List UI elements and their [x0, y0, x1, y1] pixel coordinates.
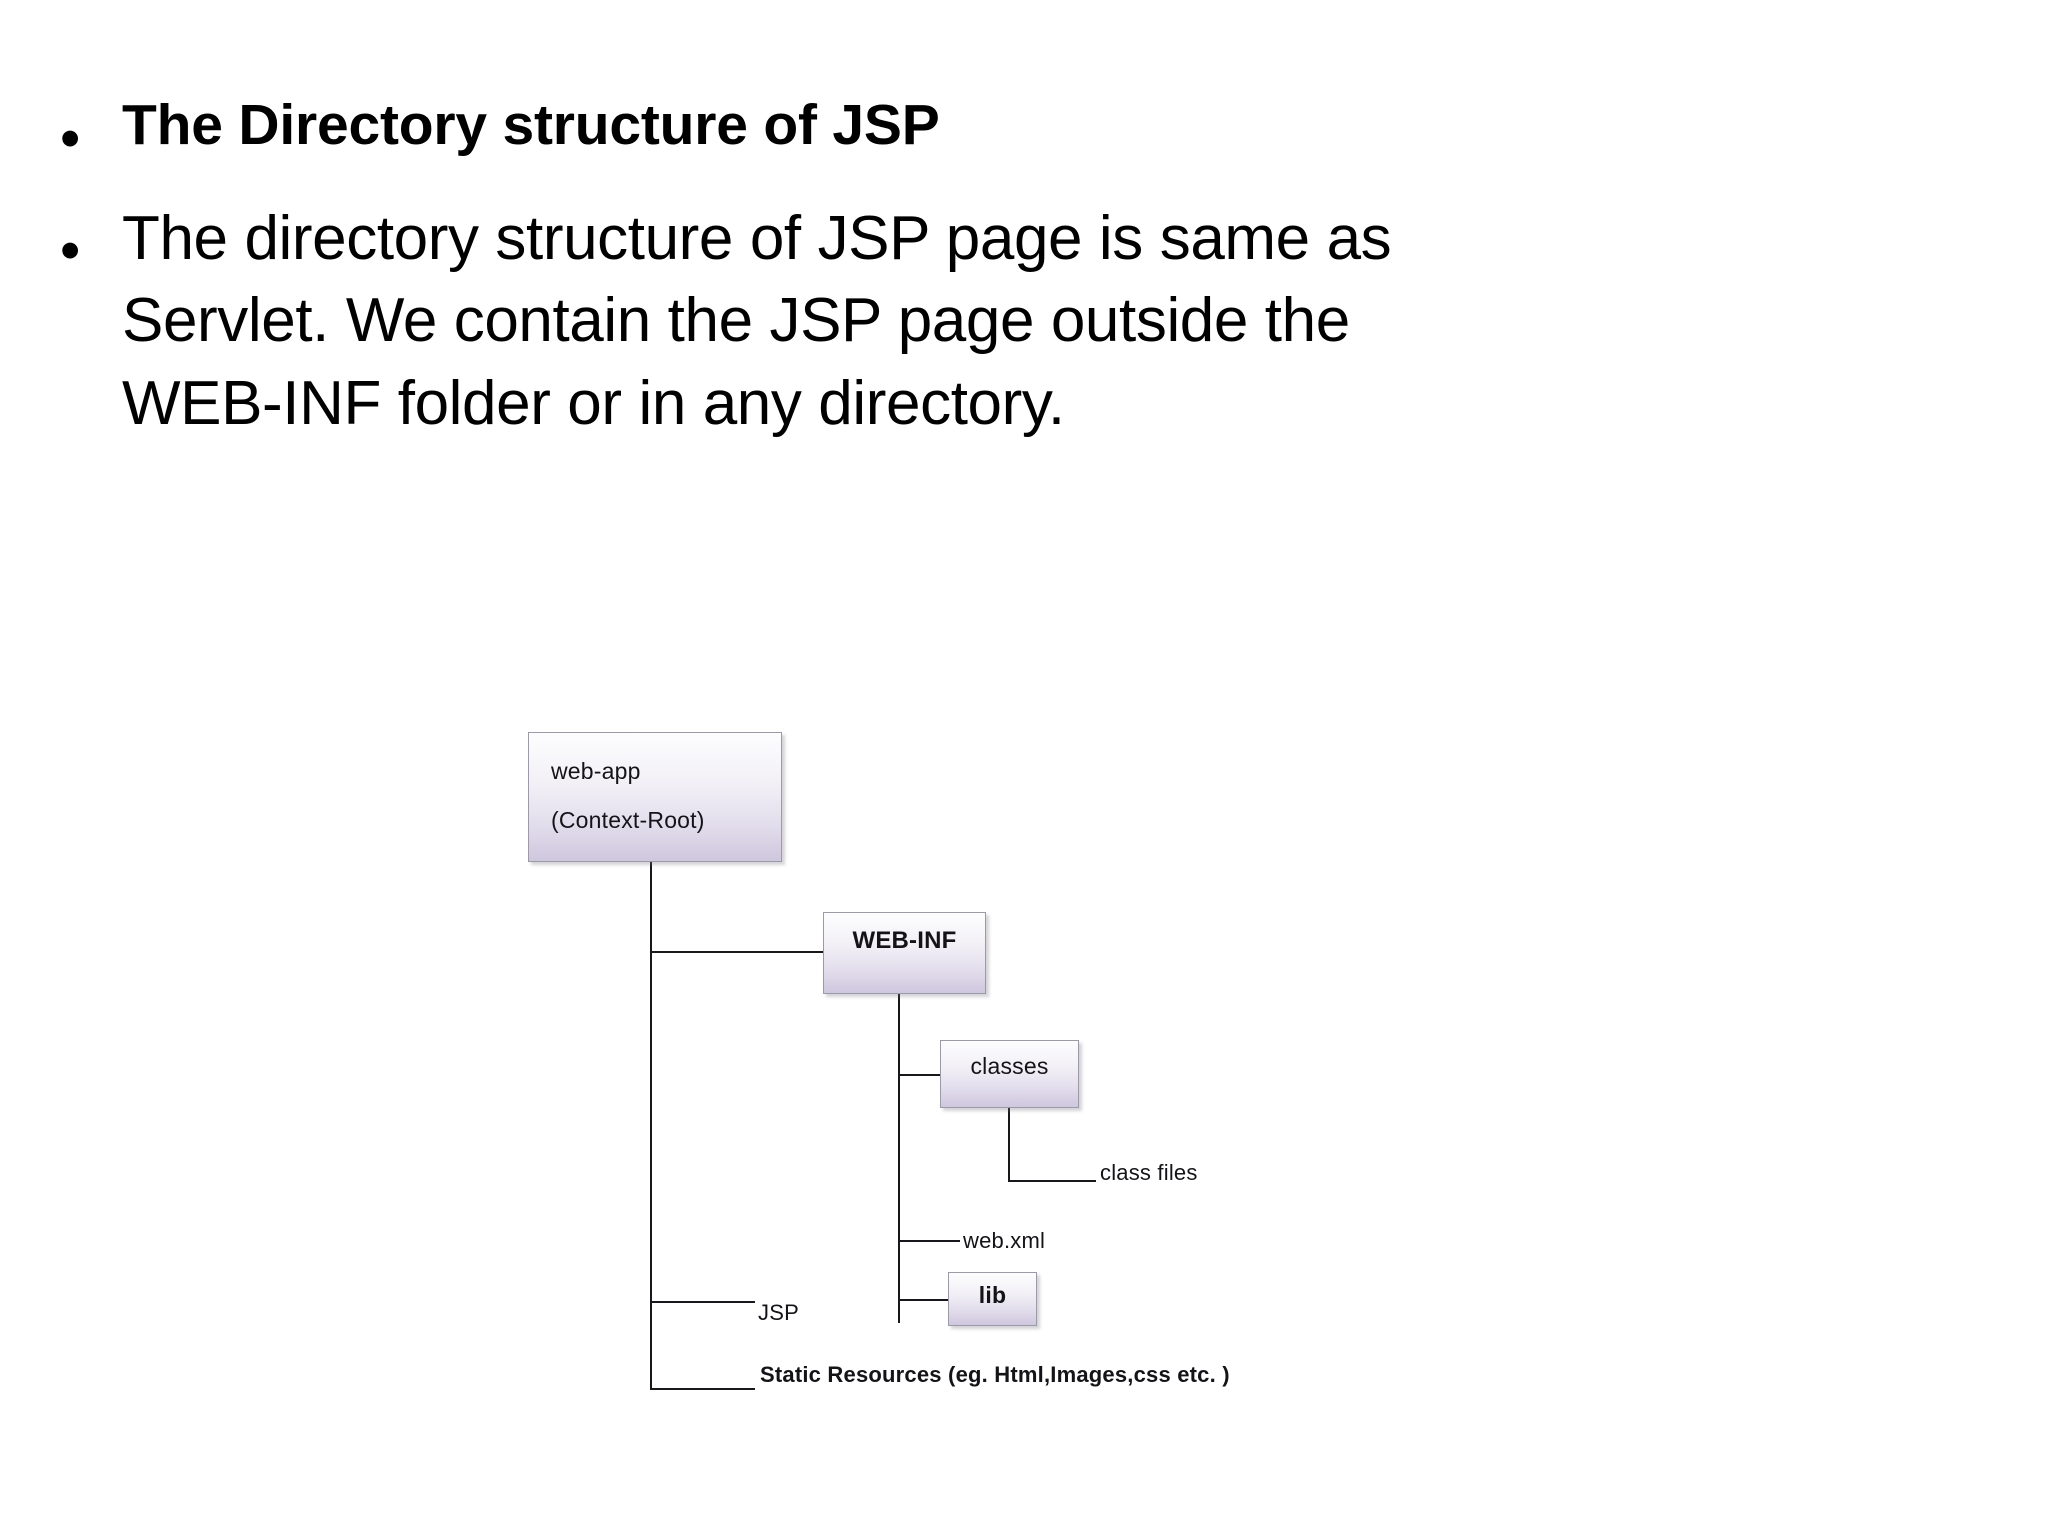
- connector-classes-trunk: [1008, 1107, 1010, 1181]
- connector-webapp-to-static: [650, 1388, 755, 1390]
- diagram-leaf-static-resources: Static Resources (eg. Html,Images,css et…: [760, 1362, 1230, 1387]
- diagram-leaf-jsp: JSP: [758, 1300, 799, 1325]
- connector-webapp-trunk: [650, 862, 652, 1389]
- bullet-marker-icon: •: [60, 218, 81, 283]
- slide-heading-text: The Directory structure of JSP: [122, 93, 940, 157]
- diagram-node-classes-label: classes: [970, 1053, 1049, 1079]
- slide-content: • The Directory structure of JSP • The d…: [60, 92, 1920, 445]
- diagram-node-web-app-line1: web-app: [551, 758, 641, 784]
- diagram-node-web-app: web-app (Context-Root): [528, 732, 782, 862]
- bullet-item-title: • The Directory structure of JSP: [60, 92, 1920, 168]
- connector-webinf-to-lib: [898, 1299, 950, 1301]
- diagram-node-web-app-line2: (Context-Root): [551, 807, 705, 833]
- connector-webapp-to-webinf: [650, 951, 825, 953]
- connector-classes-to-classfiles: [1008, 1180, 1096, 1182]
- diagram-node-classes: classes: [940, 1040, 1079, 1108]
- diagram-leaf-web-xml: web.xml: [963, 1228, 1046, 1253]
- connector-webapp-to-jsp: [650, 1301, 755, 1303]
- diagram-node-web-inf-label: WEB-INF: [852, 927, 957, 954]
- connector-webinf-trunk: [898, 993, 900, 1323]
- diagram-node-lib-label: lib: [978, 1282, 1007, 1308]
- diagram-node-web-inf: WEB-INF: [823, 912, 986, 994]
- slide-paragraph-text: The directory structure of JSP page is s…: [122, 204, 1392, 438]
- bullet-item-paragraph: • The directory structure of JSP page is…: [60, 198, 1920, 445]
- diagram-leaf-class-files: class files: [1100, 1160, 1198, 1185]
- connector-webinf-to-webxml: [898, 1240, 960, 1242]
- diagram-node-lib: lib: [948, 1272, 1037, 1326]
- connector-webinf-to-classes: [898, 1074, 942, 1076]
- bullet-marker-icon: •: [60, 106, 81, 171]
